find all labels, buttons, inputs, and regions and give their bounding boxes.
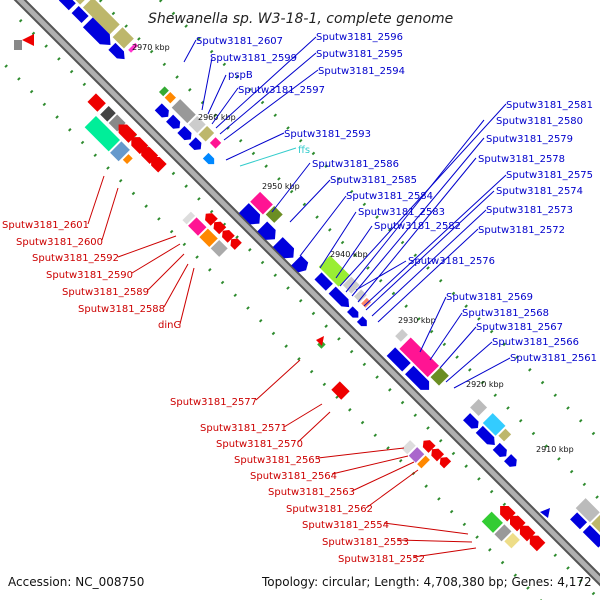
gene-label[interactable]: Sputw3181_2596 [316,32,403,43]
plus-gene-labels: Sputw3181_2607 Sputw3181_2599 pspB Sputw… [196,32,597,364]
gene-label[interactable]: Sputw3181_2589 [62,287,149,298]
gene-label[interactable]: Sputw3181_2592 [32,253,119,264]
gene-cluster-2920 [463,398,517,467]
gene-label[interactable]: Sputw3181_2599 [210,53,297,64]
gene-label[interactable]: Sputw3181_2576 [408,256,495,267]
gene-label[interactable]: Sputw3181_2595 [316,49,403,60]
gene-label[interactable]: Sputw3181_2567 [476,322,563,333]
gene-label[interactable]: Sputw3181_2561 [510,353,597,364]
map-title: Shewanella sp. W3-18-1, complete genome [148,11,453,27]
gene-label[interactable]: Sputw3181_2565 [234,455,321,466]
gene-label[interactable]: Sputw3181_2554 [302,520,389,531]
gene-cluster-2590 [182,211,242,257]
gene-cluster-2565 [401,440,452,469]
gene-label[interactable]: Sputw3181_2597 [238,85,325,96]
gene-label[interactable]: pspB [228,70,253,81]
gene-cluster-2601 [84,93,167,173]
gene-cluster-2554 [481,505,546,552]
gene-label[interactable]: Sputw3181_2582 [374,221,461,232]
gene-label[interactable]: Sputw3181_2586 [312,159,399,170]
gene-label[interactable]: Sputw3181_2578 [478,154,565,165]
gene-label[interactable]: Sputw3181_2563 [268,487,355,498]
gene-cluster-2577 [317,340,350,400]
gene-label[interactable]: Sputw3181_2575 [506,170,593,181]
accession-text: Accession: NC_008750 [8,575,144,589]
gene-label[interactable]: Sputw3181_2577 [170,397,257,408]
gene-label[interactable]: Sputw3181_2564 [250,471,337,482]
gene-label[interactable]: Sputw3181_2568 [462,308,549,319]
gene-label[interactable]: Sputw3181_2573 [486,205,573,216]
tick-track-outer-left [0,57,548,605]
gene-label[interactable]: Sputw3181_2570 [216,439,303,450]
tick-track-outer-right [158,0,600,443]
gene-label[interactable]: Sputw3181_2581 [506,100,593,111]
kbp-2940: 2940 kbp [330,250,368,259]
plus-leader-lines [183,36,511,389]
gene-label[interactable]: Sputw3181_2588 [78,304,165,315]
minus-leader-lines [87,175,477,558]
gene-label[interactable]: Sputw3181_2593 [284,129,371,140]
gene-label[interactable]: Sputw3181_2584 [346,191,433,202]
kbp-2950: 2950 kbp [262,182,300,191]
minus-strand-genes [14,34,546,552]
gene-label[interactable]: Sputw3181_2552 [338,554,425,565]
genome-summary-text: Topology: circular; Length: 4,708,380 bp… [261,575,592,589]
rna-label-ffs[interactable]: ffs [298,145,310,156]
gene-label[interactable]: Sputw3181_2585 [330,175,417,186]
gene-label[interactable]: Sputw3181_2579 [486,134,573,145]
gene-label[interactable]: Sputw3181_2553 [322,537,409,548]
plus-strand-genes [58,0,600,548]
gene-label[interactable]: Sputw3181_2566 [492,337,579,348]
gene-cluster-2950 [238,191,309,273]
gene-label[interactable]: Sputw3181_2574 [496,186,583,197]
kbp-2920: 2920 kbp [466,380,504,389]
gene-label[interactable]: Sputw3181_2600 [16,237,103,248]
gene-label[interactable]: Sputw3181_2562 [286,504,373,515]
gene-label[interactable]: Sputw3181_2607 [196,36,283,47]
gene-label[interactable]: Sputw3181_2583 [358,207,445,218]
gene-label[interactable]: Sputw3181_2580 [496,116,583,127]
gene-label[interactable]: Sputw3181_2572 [478,225,565,236]
tick-track-inner-right [98,0,600,503]
kbp-2970: 2970 kbp [132,43,170,52]
gene-label[interactable]: Sputw3181_2594 [318,66,405,77]
kbp-2910: 2910 kbp [536,445,574,454]
kbp-2930: 2930 kbp [398,316,436,325]
gene-label[interactable]: Sputw3181_2569 [446,292,533,303]
gene-label[interactable]: Sputw3181_2571 [200,423,287,434]
gene-cluster-2960 [154,86,222,165]
gene-label[interactable]: Sputw3181_2590 [46,270,133,281]
gene-cluster-top [58,0,139,60]
ffs-leader-line [239,147,297,167]
gene-cluster-bottom-right [570,498,600,548]
gene-label[interactable]: dinG [158,320,181,331]
genome-backbone [13,0,600,587]
gene-cluster-2930 [386,329,449,390]
gene-label[interactable]: Sputw3181_2601 [2,220,89,231]
minus-gene-labels: Sputw3181_2601 Sputw3181_2600 Sputw3181_… [2,220,425,565]
